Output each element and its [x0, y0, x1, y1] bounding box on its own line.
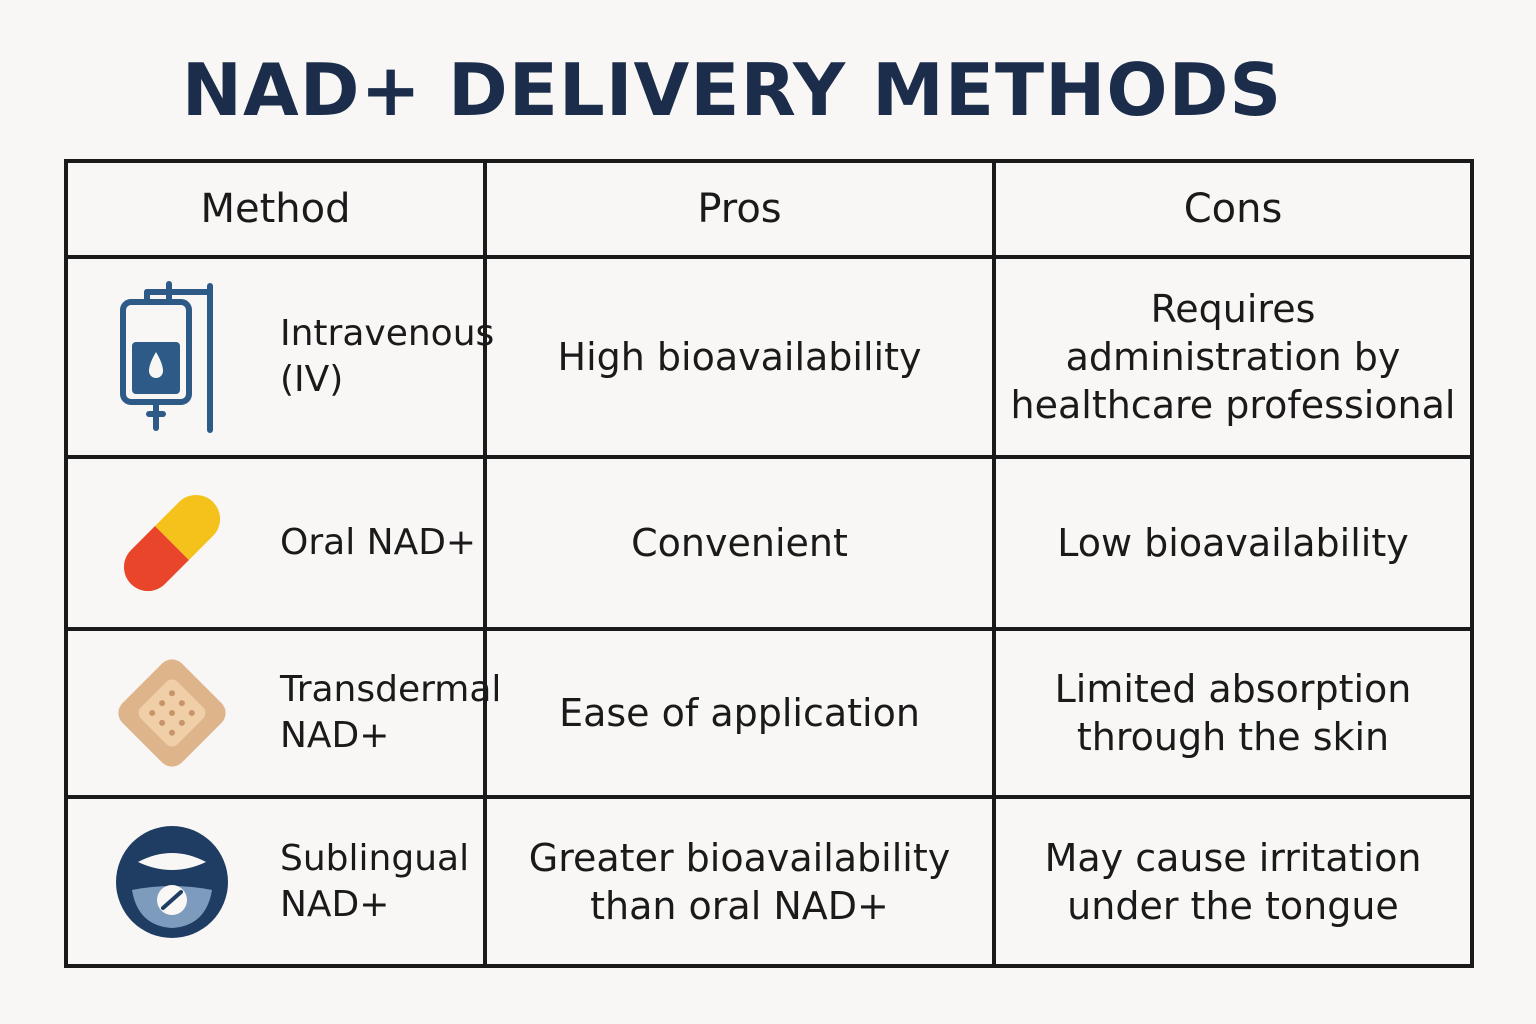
capsule-icon — [104, 468, 240, 618]
header-cons: Cons — [996, 163, 1470, 259]
pros-cell: Greater bioavailability than oral NAD+ — [487, 799, 996, 964]
cons-cell: Requires administration by healthcare pr… — [996, 259, 1470, 459]
pros-cell: High bioavailability — [487, 259, 996, 459]
iv-bag-icon — [104, 281, 240, 433]
method-cell-iv: Intravenous (IV) — [68, 259, 494, 459]
page-title: NAD+ DELIVERY METHODS — [181, 48, 1283, 132]
cons-cell: Low bioavailability — [996, 459, 1470, 631]
pros-cell: Ease of application — [487, 631, 996, 799]
method-label: Transdermal NAD+ — [280, 669, 502, 756]
method-cell-transdermal: Transdermal NAD+ — [68, 631, 501, 799]
patch-icon — [104, 638, 240, 788]
method-label: Sublingual NAD+ — [280, 837, 470, 925]
pros-cell: Convenient — [487, 459, 996, 631]
delivery-methods-table: Method Pros Cons Intravenous (IV) High b… — [64, 159, 1474, 968]
method-label: Oral NAD+ — [280, 522, 477, 563]
cons-cell: Limited absorption through the skin — [996, 631, 1470, 799]
mouth-tablet-icon — [104, 807, 240, 957]
header-method: Method — [68, 163, 487, 259]
method-label: Intravenous (IV) — [280, 313, 495, 400]
header-pros: Pros — [487, 163, 996, 259]
cons-cell: May cause irritation under the tongue — [1044, 835, 1422, 928]
method-cell-sublingual: Sublingual NAD+ — [68, 799, 487, 964]
method-cell-oral: Oral NAD+ — [68, 459, 487, 631]
